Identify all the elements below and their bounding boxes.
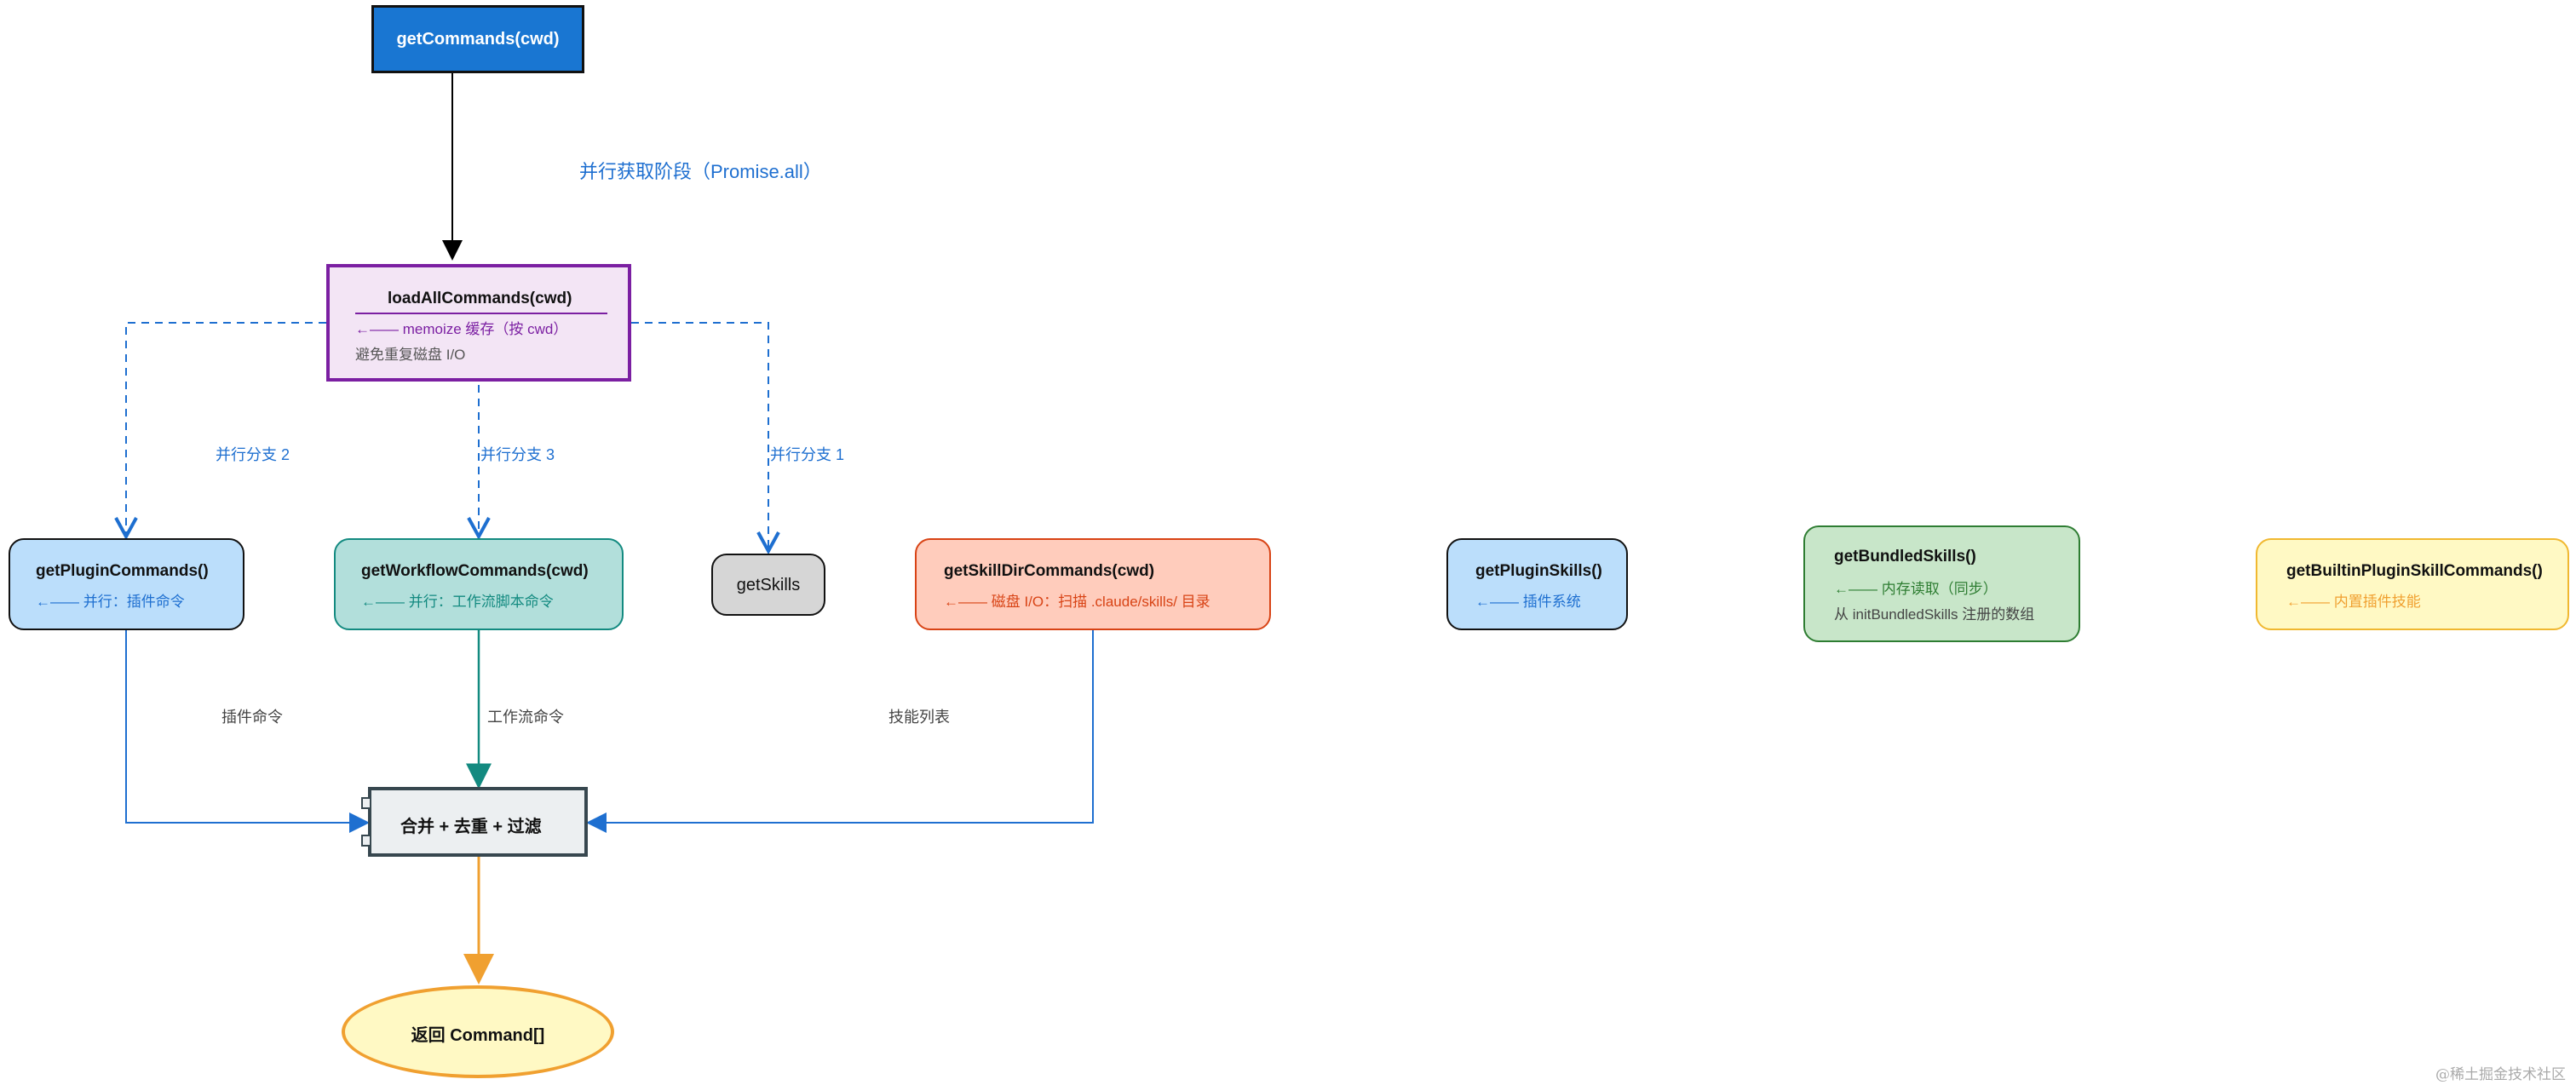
load-all-divider xyxy=(355,313,607,314)
load-all-memo: ←—— memoize 缓存（按 cwd） xyxy=(355,321,568,337)
merge-component-tab-bottom xyxy=(361,835,371,847)
plugin-commands-sub: ←—— 并行：插件命令 xyxy=(36,594,185,610)
load-all-note: 避免重复磁盘 I/O xyxy=(355,347,466,363)
entry-label: getCommands(cwd) xyxy=(396,30,560,49)
edge-label-skills: 技能列表 xyxy=(888,709,950,726)
skill-dir-commands-node: getSkillDirCommands(cwd) ←—— 磁盘 I/O：扫描 .… xyxy=(915,538,1271,630)
plugin-commands-title: getPluginCommands() xyxy=(36,562,209,580)
plugin-skills-sub: ←—— 插件系统 xyxy=(1475,594,1581,610)
edge-label-plugin: 插件命令 xyxy=(221,709,283,726)
builtin-plugin-skill-node: getBuiltinPluginSkillCommands() ←—— 内置插件… xyxy=(2256,538,2569,630)
merge-label: 合并 + 去重 + 过滤 xyxy=(400,818,542,836)
merge-component-tab-top xyxy=(361,797,371,809)
load-all-title: loadAllCommands(cwd) xyxy=(388,290,572,307)
edge-label-workflow: 工作流命令 xyxy=(487,709,564,726)
workflow-commands-node: getWorkflowCommands(cwd) ←—— 并行：工作流脚本命令 xyxy=(334,538,624,630)
workflow-commands-title: getWorkflowCommands(cwd) xyxy=(361,562,589,580)
branch-3-label: 并行分支 3 xyxy=(480,446,555,463)
entry-node: getCommands(cwd) xyxy=(371,5,584,73)
get-skills-title: getSkills xyxy=(736,576,801,594)
builtin-plugin-skill-sub: ←—— 内置插件技能 xyxy=(2286,594,2421,610)
result-node: 返回 Command[] xyxy=(342,985,614,1078)
edge-skills-to-merge xyxy=(586,630,1094,833)
edge-branch-1 xyxy=(631,322,768,551)
builtin-plugin-skill-title: getBuiltinPluginSkillCommands() xyxy=(2286,562,2543,580)
plugin-skills-node: getPluginSkills() ←—— 插件系统 xyxy=(1446,538,1628,630)
watermark: @稀土掘金技术社区 xyxy=(2435,1066,2566,1083)
bundled-skills-title: getBundledSkills() xyxy=(1834,548,1976,565)
bundled-skills-node: getBundledSkills() ←—— 内存读取（同步） 从 initBu… xyxy=(1803,525,2080,642)
edge-plugin-to-merge xyxy=(125,630,370,833)
get-skills-node: getSkills xyxy=(711,554,825,616)
result-label: 返回 Command[] xyxy=(411,1026,545,1045)
phase-label: 并行获取阶段（Promise.all） xyxy=(579,161,822,182)
bundled-skills-note: 从 initBundledSkills 注册的数组 xyxy=(1834,606,2035,623)
edge-branch-2 xyxy=(126,322,326,537)
merge-node: 合并 + 去重 + 过滤 xyxy=(361,787,588,857)
load-all-node: loadAllCommands(cwd) ←—— memoize 缓存（按 cw… xyxy=(326,264,631,382)
bundled-skills-sub: ←—— 内存读取（同步） xyxy=(1834,581,1998,597)
branch-2-label: 并行分支 2 xyxy=(216,446,290,463)
plugin-skills-title: getPluginSkills() xyxy=(1475,562,1602,580)
skill-dir-commands-title: getSkillDirCommands(cwd) xyxy=(944,562,1155,580)
skill-dir-commands-sub: ←—— 磁盘 I/O：扫描 .claude/skills/ 目录 xyxy=(944,594,1210,610)
plugin-commands-node: getPluginCommands() ←—— 并行：插件命令 xyxy=(9,538,244,630)
workflow-commands-sub: ←—— 并行：工作流脚本命令 xyxy=(361,594,554,610)
branch-1-label: 并行分支 1 xyxy=(770,446,845,463)
